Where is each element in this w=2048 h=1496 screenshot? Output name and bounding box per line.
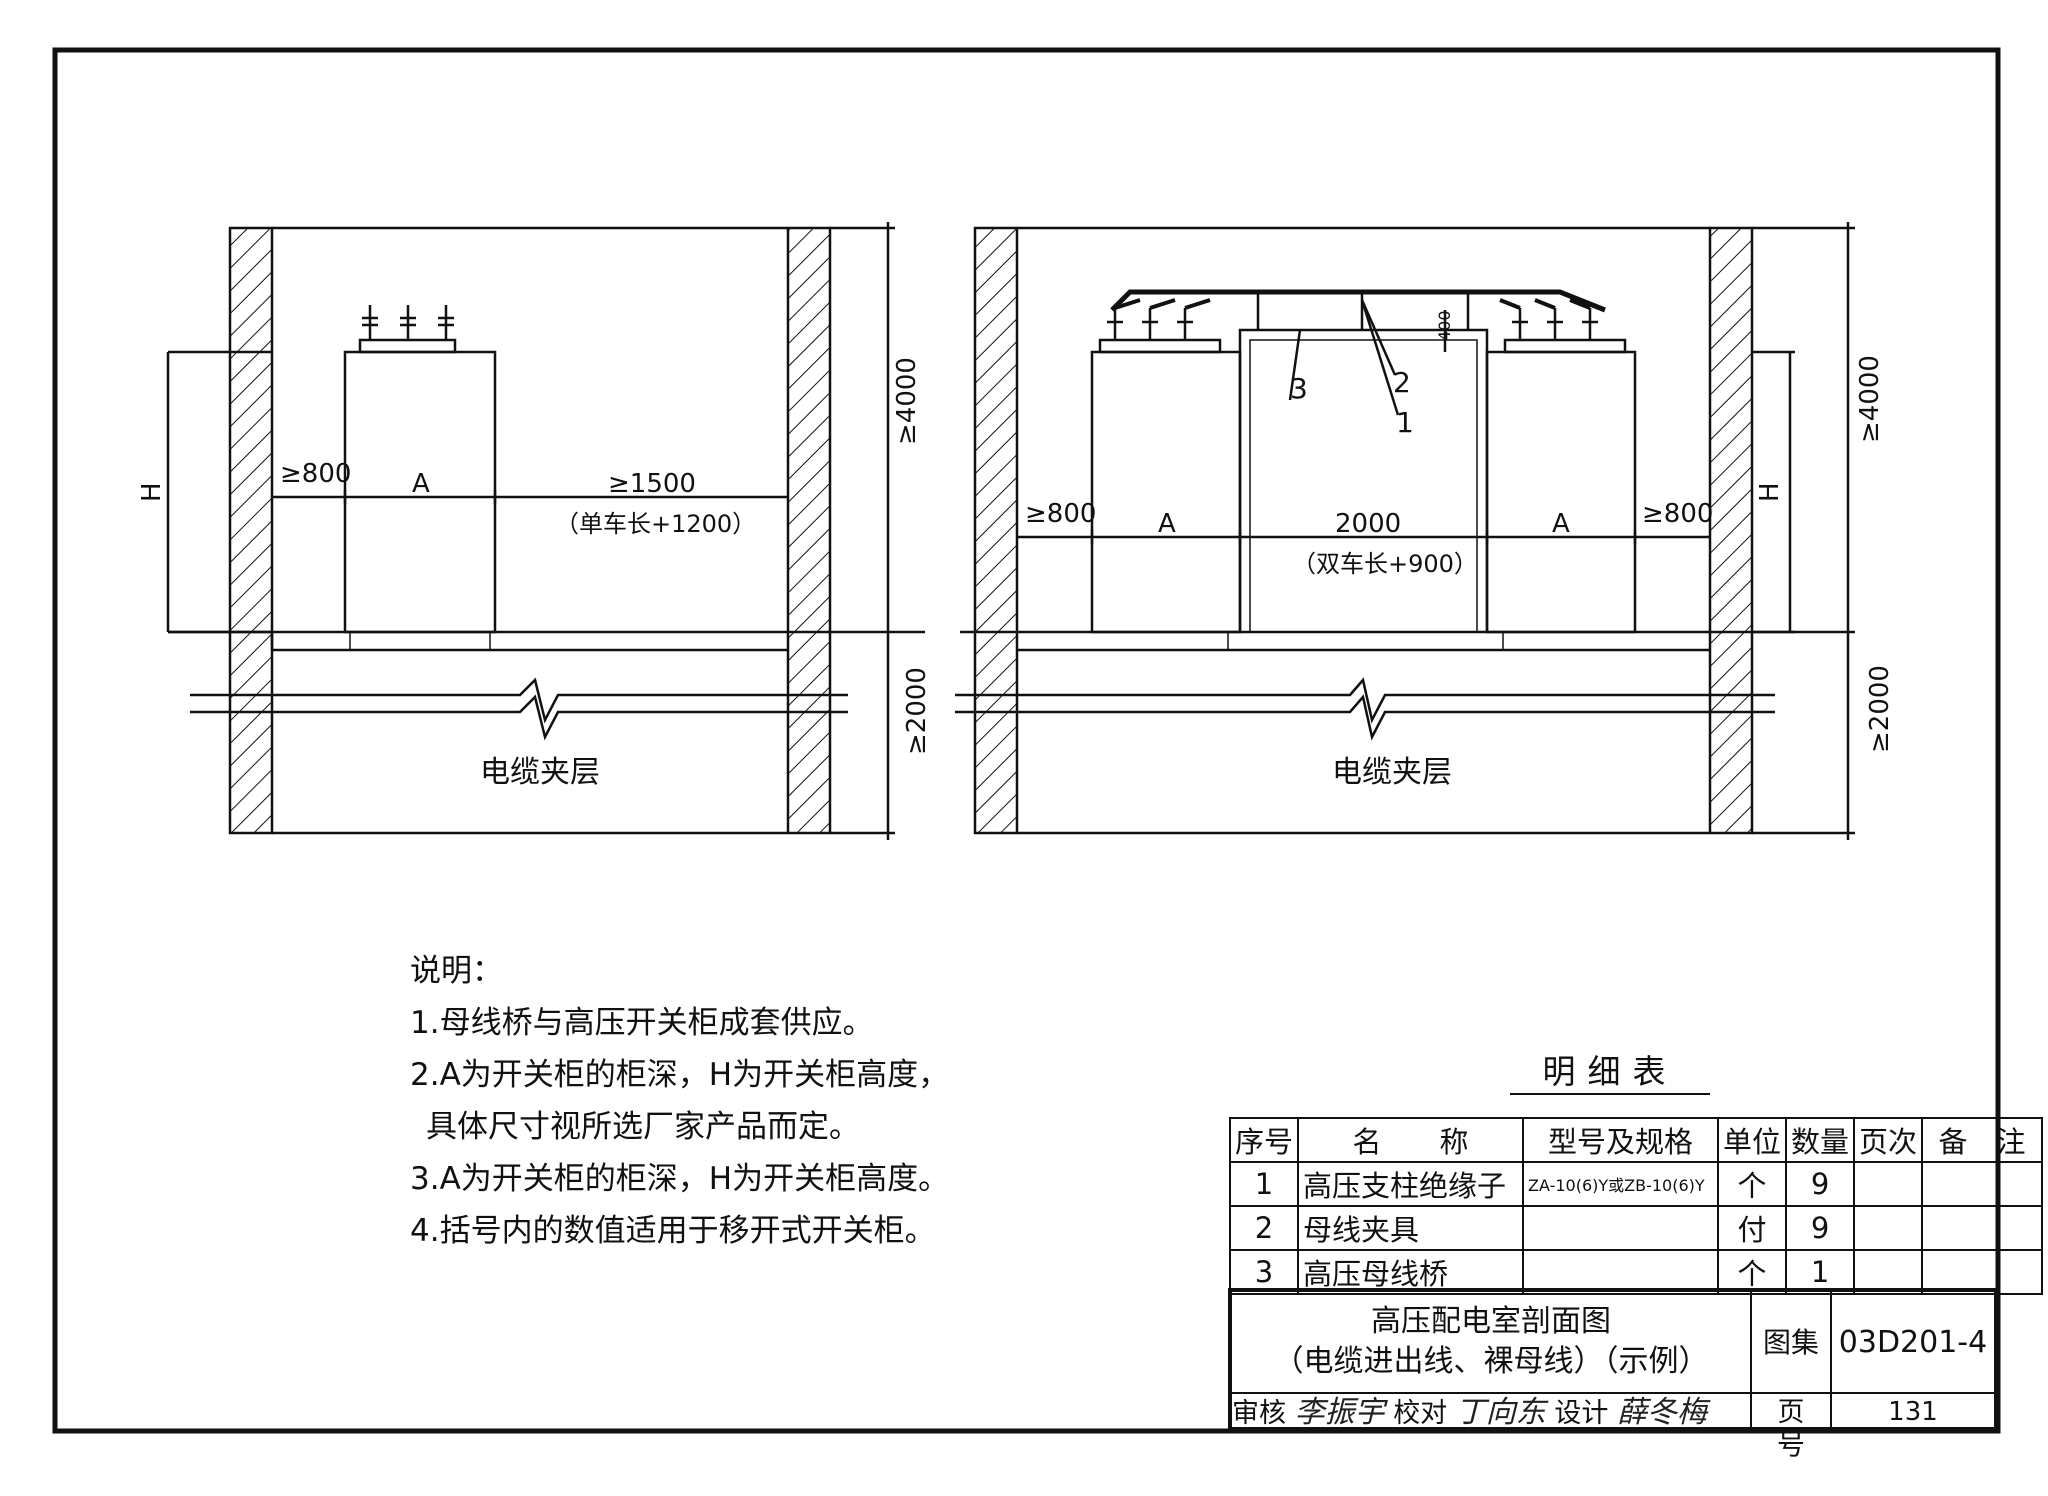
sheet-border [52,47,2001,1434]
header-cell: 备 注 [1921,1117,2044,1163]
header-cell: 型号及规格 [1522,1117,1720,1163]
table-cell: 3 [1228,1249,1300,1295]
design-label: 设计 [1554,1398,1609,1429]
check-label: 校对 [1393,1398,1448,1429]
review-signature: 李振宇 [1294,1395,1385,1430]
drawing-title-line2: （电缆进出线、裸母线）（示例） [1273,1344,1709,1379]
right-label-height-total: ≥4000 [1855,355,1885,443]
atlas-number: 03D201-4 [1832,1292,1994,1394]
table-cell [1921,1161,2044,1207]
left-label-clear-note: （单车长+1200） [555,510,756,538]
right-callout-1: 1 [1396,406,1414,439]
table-cell [1921,1205,2044,1251]
right-wall-left [973,226,1019,835]
left-label-h: H [137,482,167,502]
table-row: 1 高压支柱绝缘子 ZA-10(6)Y或ZB-10(6)Y 个 9 [1228,1161,2044,1207]
left-label-basement: 电缆夹层 [480,755,600,790]
header-cell: 数量 [1785,1117,1856,1163]
table-cell [1522,1205,1720,1251]
atlas-label: 图集号 [1752,1292,1832,1461]
right-label-bus-height: 400 [1435,310,1454,341]
table-row: 3 高压母线桥 个 1 [1228,1249,2044,1295]
bus-bridge [1110,289,1606,632]
design-signature: 薛冬梅 [1616,1395,1707,1430]
note-item: 1.母线桥与高压开关柜成套供应。 [410,1005,874,1041]
note-item: 2.A为开关柜的柜深，H为开关柜高度， [410,1057,950,1093]
right-label-center: 2000 [1335,509,1401,539]
table-cell [1853,1205,1924,1251]
left-wall-right [786,226,832,835]
table-cell [1921,1249,2044,1295]
right-wall-right [1708,226,1754,835]
note-item: 具体尺寸视所选厂家产品而定。 [426,1109,860,1145]
table-cell: 9 [1785,1161,1856,1207]
table-cell [1853,1249,1924,1295]
note-item: 3.A为开关柜的柜深，H为开关柜高度。 [410,1161,950,1197]
left-label-height-total: ≥4000 [892,357,922,445]
left-label-clear-right: ≥1500 [608,469,696,499]
right-label-basement: 电缆夹层 [1332,755,1452,790]
review-label: 审核 [1232,1398,1286,1429]
signature-row: 审核 李振宇 校对 丁向东 设计 薛冬梅 [1232,1394,1752,1431]
parts-list-title: 明细表 [1510,1045,1710,1095]
right-label-height-basement: ≥2000 [1865,665,1895,753]
table-cell: 付 [1717,1205,1788,1251]
left-section [166,222,925,840]
notes-title: 说明： [410,953,503,989]
right-section [955,222,1855,840]
check-signature: 丁向东 [1455,1395,1546,1430]
parts-list-table: 序号 名 称 型号及规格 单位 数量 页次 备 注 1 高压支柱绝缘子 ZA-1… [1228,1117,2044,1295]
page-number: 131 [1888,1397,1938,1427]
right-label-a-left: A [1158,509,1176,539]
page-label: 页 [1752,1394,1832,1431]
right-label-clear-left: ≥800 [1025,499,1096,529]
table-cell: 1 [1228,1161,1300,1207]
table-cell: 高压支柱绝缘子 [1297,1161,1525,1207]
right-insulators-right [1499,298,1627,354]
table-row: 2 母线夹具 付 9 [1228,1205,2044,1251]
table-cell: 1 [1785,1249,1856,1295]
right-label-clear-right: ≥800 [1642,499,1713,529]
header-cell: 序号 [1228,1117,1300,1163]
right-callout-3: 3 [1290,372,1308,405]
left-wall-left [228,226,274,835]
table-cell: 9 [1785,1205,1856,1251]
drawing-title-line1: 高压配电室剖面图 [1371,1304,1611,1339]
table-cell: 个 [1717,1249,1788,1295]
right-label-center-note: （双车长+900） [1292,550,1478,578]
note-item: 4.括号内的数值适用于移开式开关柜。 [410,1213,936,1249]
header-cell: 名 称 [1297,1117,1525,1163]
table-cell: 2 [1228,1205,1300,1251]
header-cell: 页次 [1853,1117,1924,1163]
drawing-title: 高压配电室剖面图 （电缆进出线、裸母线）（示例） [1232,1292,1752,1394]
table-cell [1522,1249,1720,1295]
table-cell: 高压母线桥 [1297,1249,1525,1295]
right-callout-2: 2 [1393,366,1411,399]
table-cell: ZA-10(6)Y或ZB-10(6)Y [1522,1161,1720,1207]
title-block: 高压配电室剖面图 （电缆进出线、裸母线）（示例） 图集号 03D201-4 审核… [1228,1288,1998,1461]
left-label-a: A [412,469,430,499]
right-insulators-left [1098,298,1222,354]
left-label-clear-left: ≥800 [280,459,351,489]
table-header-row: 序号 名 称 型号及规格 单位 数量 页次 备 注 [1228,1117,2044,1163]
header-cell: 单位 [1717,1117,1788,1163]
table-cell [1853,1161,1924,1207]
left-label-height-basement: ≥2000 [902,667,932,755]
right-switchgear-right [1485,350,1637,634]
left-insulators [358,305,457,354]
table-cell: 个 [1717,1161,1788,1207]
right-switchgear-left [1090,350,1242,634]
right-label-h: H [1755,482,1785,502]
table-cell: 母线夹具 [1297,1205,1525,1251]
notes-block: 说明： 1.母线桥与高压开关柜成套供应。 2.A为开关柜的柜深，H为开关柜高度，… [410,945,949,1257]
right-label-a-right: A [1552,509,1570,539]
